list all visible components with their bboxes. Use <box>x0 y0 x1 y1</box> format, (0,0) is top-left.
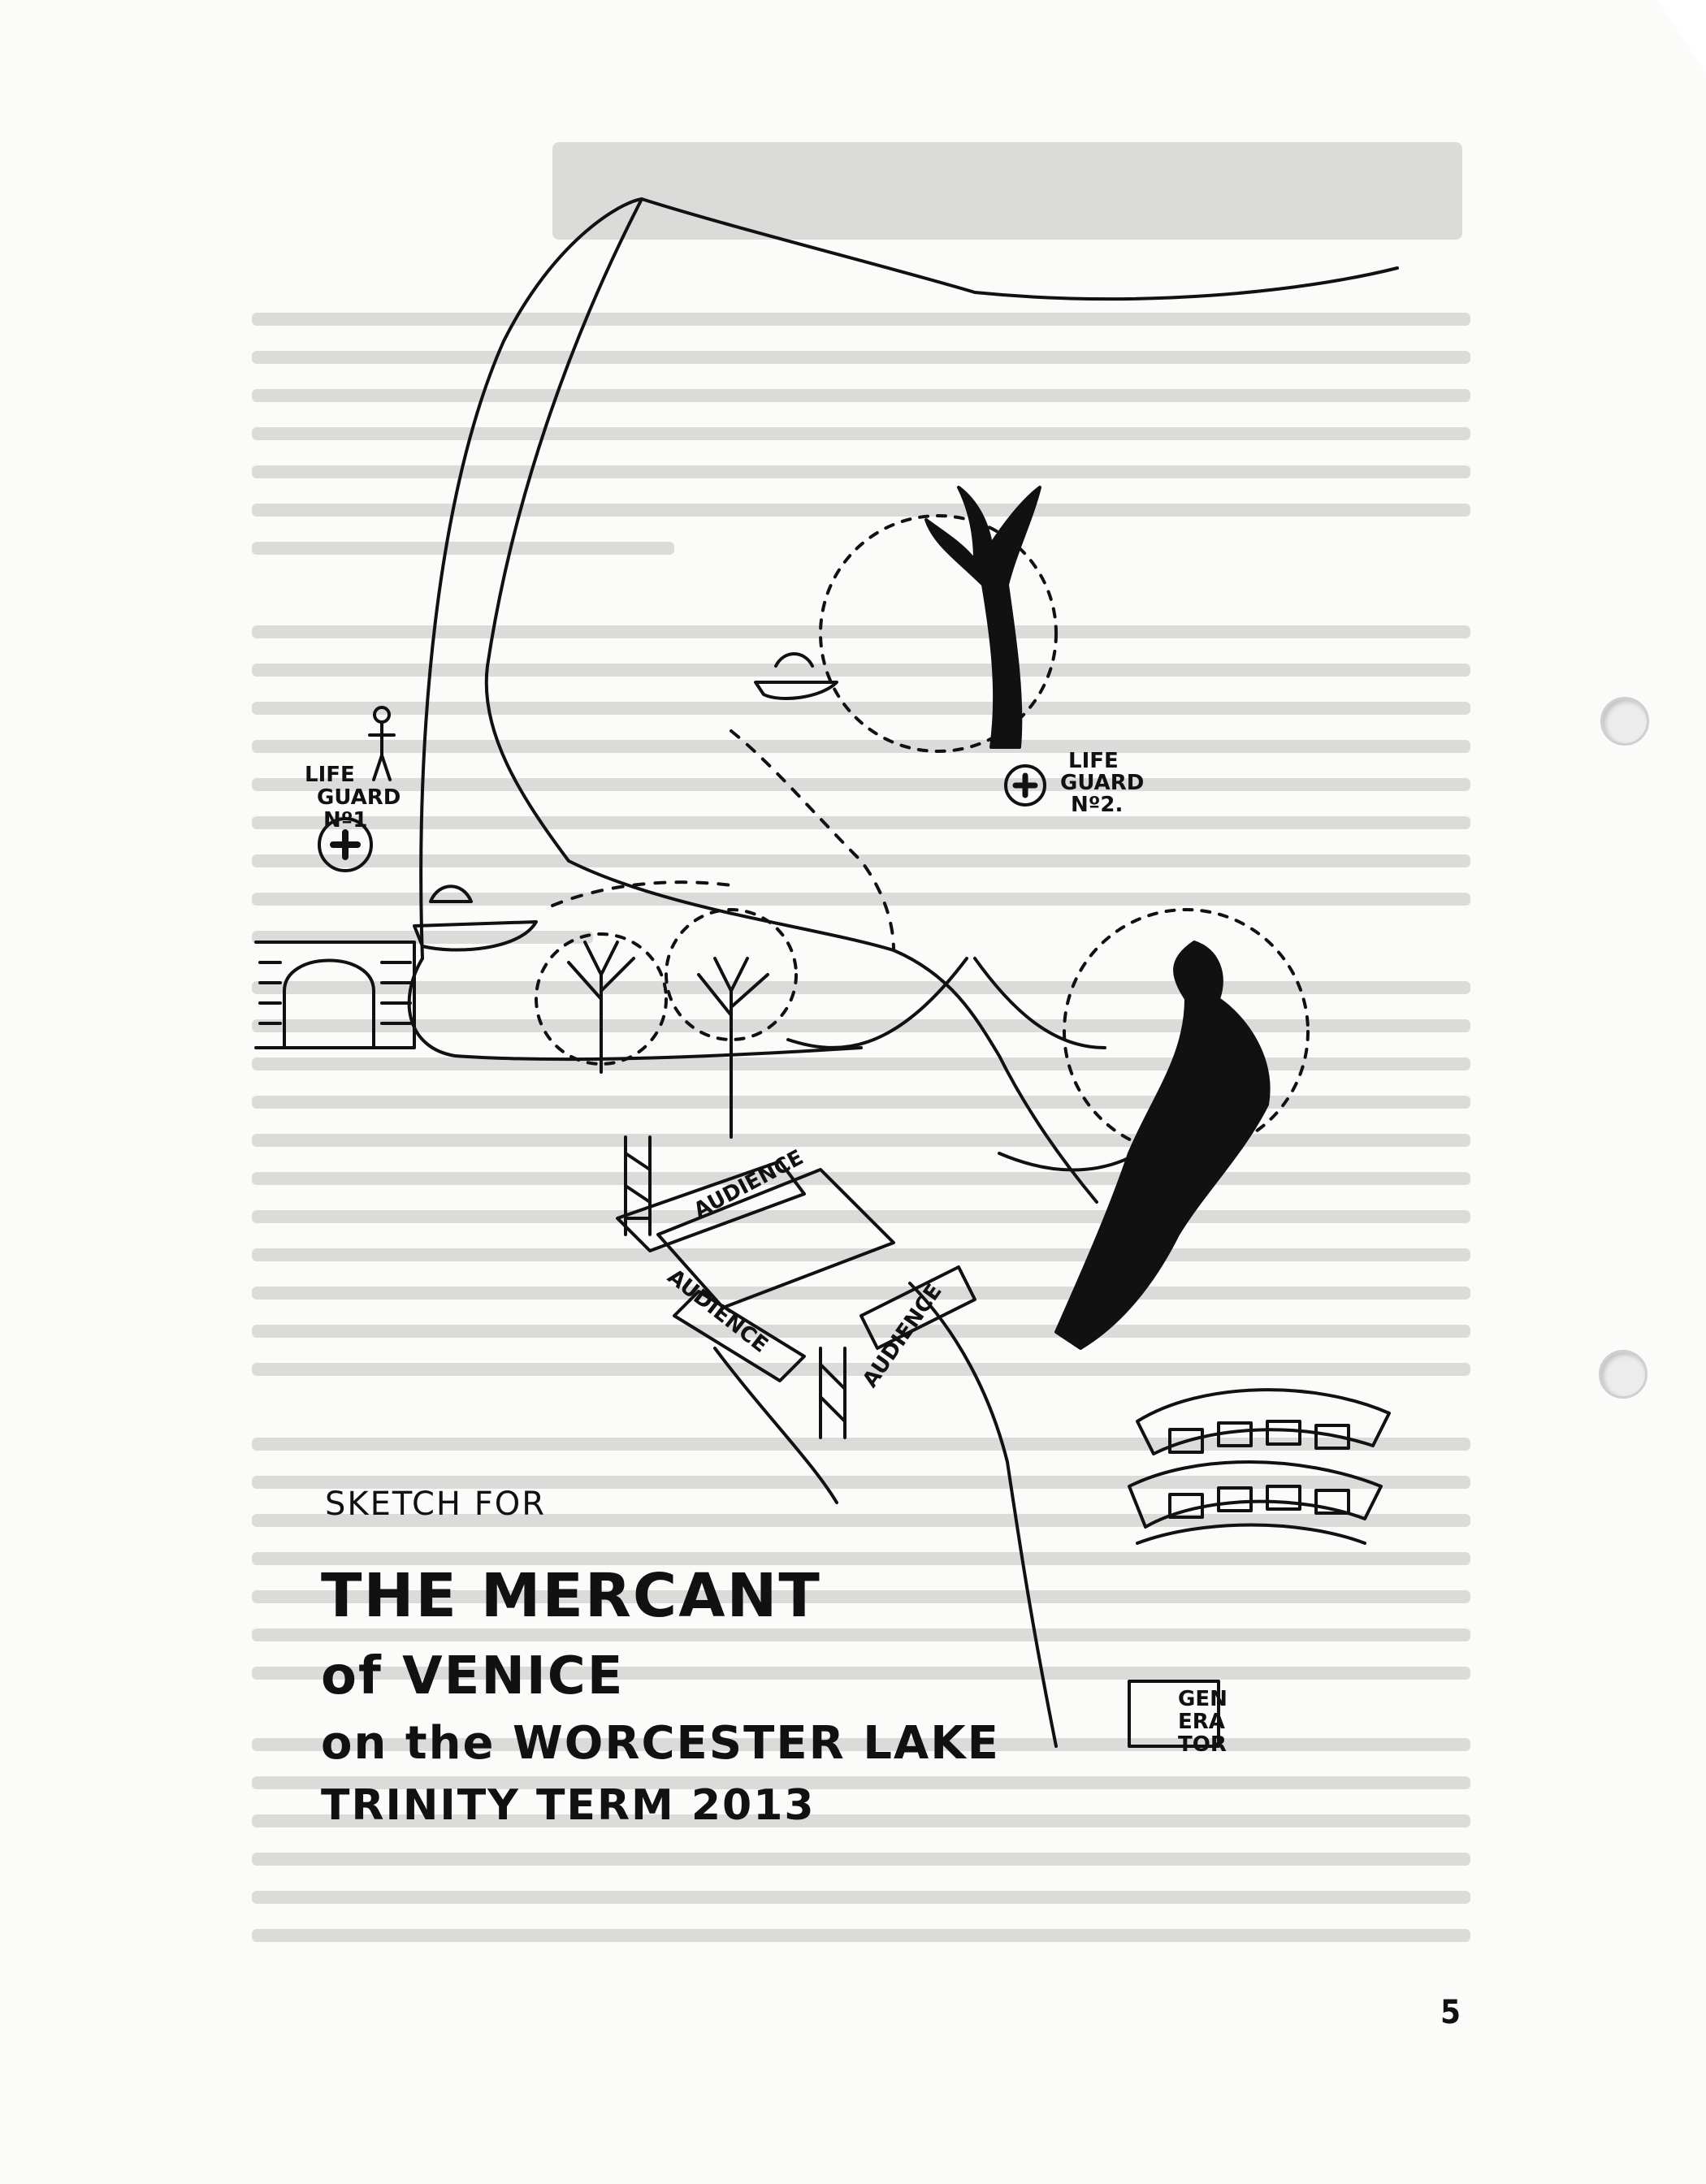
bunting-string-3 <box>998 1135 1163 1172</box>
spotlight-circle-3 <box>819 514 1058 753</box>
footpath <box>713 1282 1058 1748</box>
punch-hole-bottom <box>1599 1350 1648 1399</box>
boat-1 <box>413 884 538 952</box>
lifeguard-1-figure <box>368 706 396 781</box>
sketch-title-line-2: THE MERCANT <box>321 1561 821 1631</box>
sketch-title-line-5: TRINITY TERM 2013 <box>321 1781 816 1830</box>
generator-label-line1: GEN <box>1178 1687 1228 1711</box>
lifeguard-1-label-line2: GUARD <box>317 785 401 810</box>
lifeguard-2-label-line3: Nº2. <box>1071 793 1123 817</box>
audience-block-1 <box>616 1160 806 1252</box>
lifeguard-1-label-line3: Nº1 <box>323 808 368 833</box>
page-corner-fold <box>1657 0 1706 73</box>
tree-4-silhouette <box>1054 941 1271 1350</box>
boat-2 <box>754 652 838 700</box>
stone-arch <box>254 941 416 1049</box>
tree-1 <box>567 941 635 1074</box>
bunting-string-1 <box>786 957 968 1049</box>
boat-route-2 <box>730 729 895 952</box>
grandstand <box>1128 1388 1391 1545</box>
lake-outline <box>419 197 1399 960</box>
page-number: 5 <box>1440 1994 1461 2031</box>
spotlight-circle-2 <box>665 908 798 1041</box>
tree-3-silhouette <box>924 486 1041 749</box>
lake-shore-lower <box>407 957 863 1062</box>
first-aid-cross-1 <box>318 817 373 872</box>
spotlight-circle-1 <box>535 932 668 1066</box>
lake-outline-inner <box>484 197 1098 1204</box>
sketch-title-line-1: SKETCH FOR <box>325 1486 546 1523</box>
tree-2 <box>697 957 769 1139</box>
first-aid-cross-2 <box>1004 764 1046 807</box>
stage-platform <box>656 1168 895 1309</box>
lifeguard-2-label-line2: GUARD <box>1060 771 1144 795</box>
bunting-string-2 <box>973 957 1106 1049</box>
punch-hole-top <box>1600 697 1649 746</box>
audience-label-1: AUDIENCE <box>690 1145 808 1223</box>
lifeguard-2-label-line1: LIFE <box>1068 749 1119 773</box>
audience-block-3 <box>859 1265 976 1350</box>
boat-route-1 <box>551 880 733 907</box>
generator-label-line3: TOR <box>1178 1732 1227 1757</box>
audience-block-2 <box>673 1290 806 1382</box>
sketch-title-line-4: on the WORCESTER LAKE <box>321 1717 1000 1770</box>
lifeguard-1-label-line1: LIFE <box>305 763 355 787</box>
scaffold-tower-2 <box>819 1347 847 1439</box>
scaffold-tower-1 <box>624 1135 652 1236</box>
generator-label-line2: ERA <box>1178 1710 1225 1734</box>
spotlight-circle-4 <box>1063 908 1310 1155</box>
sketch-title-line-3: of VENICE <box>321 1646 624 1706</box>
generator-box <box>1128 1680 1220 1748</box>
